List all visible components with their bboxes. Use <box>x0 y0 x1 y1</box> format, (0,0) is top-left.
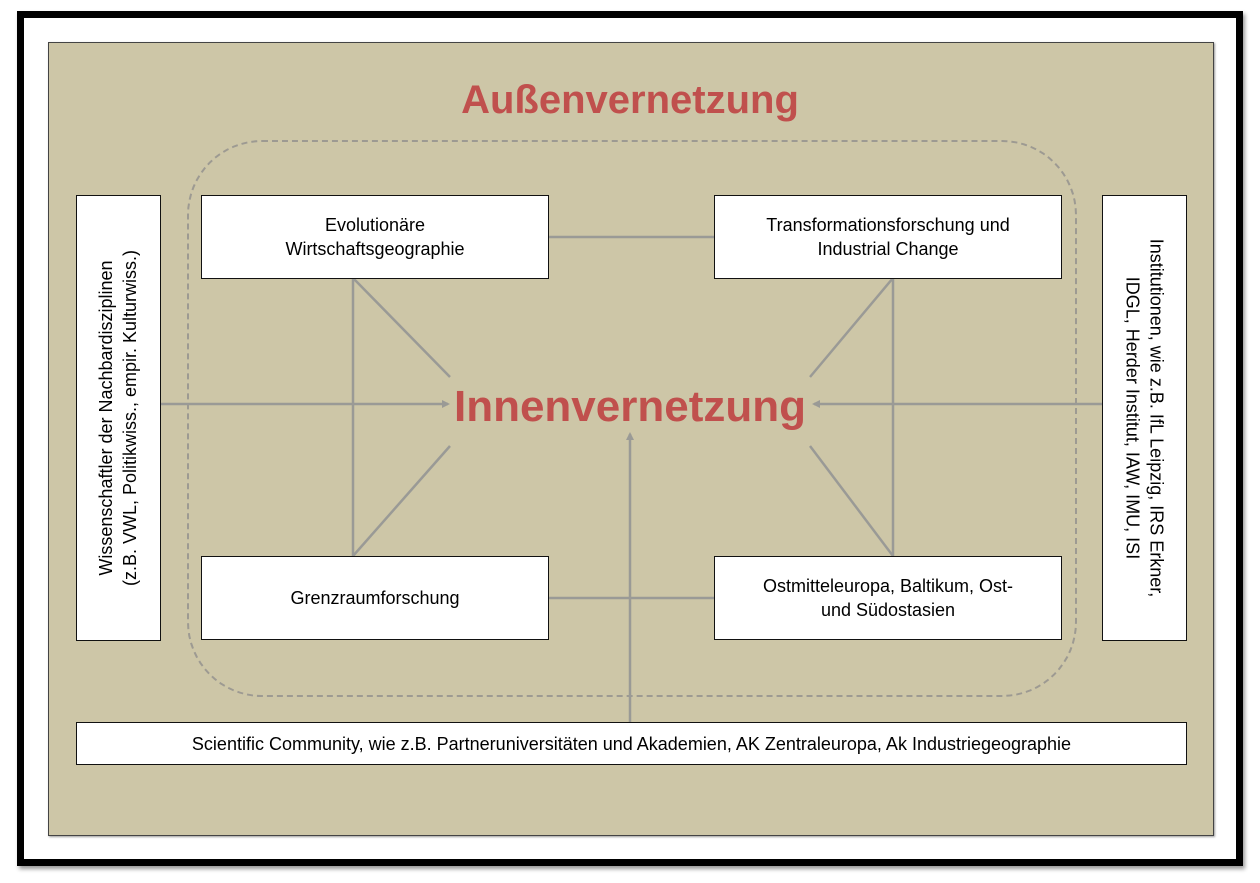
connector-right-upper-diag <box>809 277 894 378</box>
connector-right-lower-diag <box>809 445 894 557</box>
box-neighbouring-disciplines: Wissenschaftler der Nachbardisziplinen (… <box>76 195 161 641</box>
box-text: Wirtschaftsgeographie <box>285 239 465 259</box>
inner-network-boundary <box>187 140 1077 697</box>
connector-left-lower-diag <box>352 445 451 557</box>
box-regions: Ostmitteleuropa, Baltikum, Ost-und Südos… <box>714 556 1062 640</box>
box-border-research: Grenzraumforschung <box>201 556 549 640</box>
side-text: Institutionen, wie z.B. IfL Leipzig, IRS… <box>1146 238 1167 598</box>
box-text: Scientific Community, wie z.B. Partnerun… <box>191 733 1072 754</box>
box-institutions: Institutionen, wie z.B. IfL Leipzig, IRS… <box>1102 195 1187 641</box>
inner-title: Innenvernetzung <box>453 382 807 431</box>
connector-left-upper-diag <box>352 277 451 378</box>
box-scientific-community: Scientific Community, wie z.B. Partnerun… <box>76 722 1187 765</box>
side-text: IDGL, Herder Institut, IAW, IMU, ISI <box>1122 276 1143 560</box>
box-text: Evolutionäre <box>324 215 426 235</box>
side-text: Wissenschaftler der Nachbardisziplinen <box>96 260 117 576</box>
box-text: und Südostasien <box>820 600 956 620</box>
box-text: Transformationsforschung und <box>766 215 1010 235</box>
side-text: (z.B. VWL, Politikwiss., empir. Kulturwi… <box>120 249 141 587</box>
box-text: Industrial Change <box>817 239 959 259</box>
box-text: Ostmitteleuropa, Baltikum, Ost- <box>762 576 1014 596</box>
box-text: Grenzraumforschung <box>290 588 460 608</box>
outer-title: Außenvernetzung <box>461 78 799 122</box>
